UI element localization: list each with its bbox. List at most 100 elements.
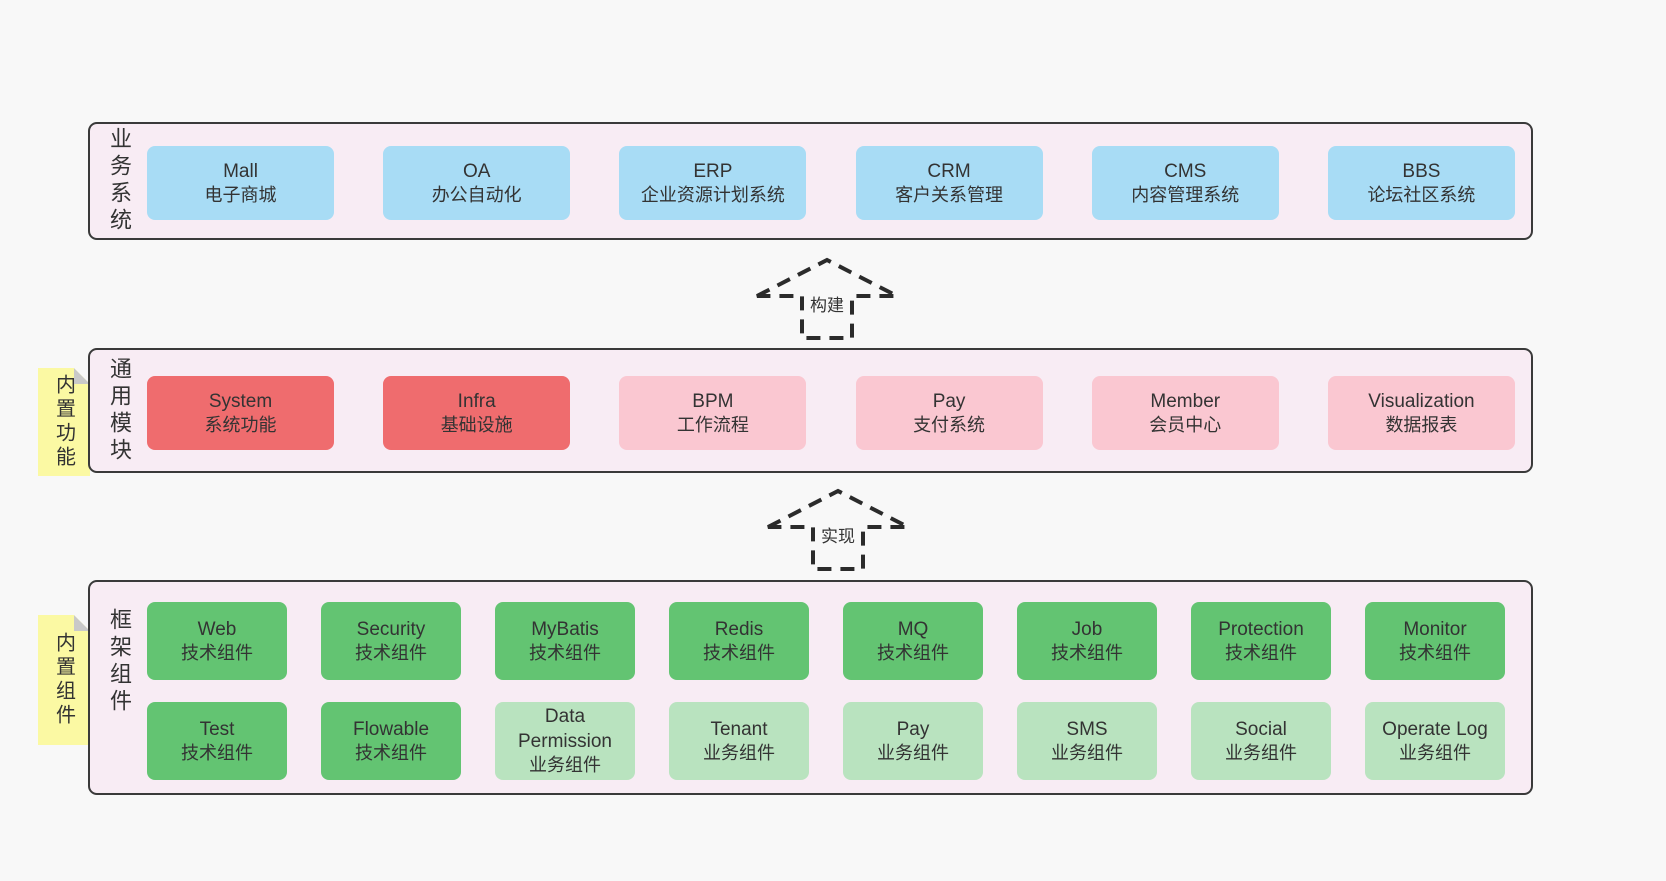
- box-social: Social 业务组件: [1191, 702, 1331, 780]
- arrow-label: 构建: [805, 290, 849, 317]
- box-flowable: Flowable 技术组件: [321, 702, 461, 780]
- box-row: Test 技术组件 Flowable 技术组件 Data Permission …: [147, 702, 1505, 780]
- box-subtitle: 技术组件: [181, 642, 253, 663]
- box-bpm: BPM 工作流程: [619, 376, 807, 450]
- box-title: Web: [197, 618, 237, 640]
- box-title: BBS: [1402, 160, 1441, 182]
- box-visualization: Visualization 数据报表: [1327, 376, 1515, 450]
- box-title: Member: [1150, 390, 1221, 412]
- sticky-note-builtin-features: 内置功能: [38, 368, 90, 476]
- section-label: 业务系统: [107, 127, 132, 235]
- box-subtitle: 业务组件: [877, 742, 949, 763]
- box-operate-log: Operate Log 业务组件: [1365, 702, 1505, 780]
- box-subtitle: 工作流程: [676, 414, 749, 435]
- box-subtitle: 技术组件: [529, 642, 601, 663]
- box-mall: Mall 电子商城: [147, 146, 334, 220]
- box-oa: OA 办公自动化: [383, 146, 571, 220]
- box-title: Security: [356, 618, 426, 640]
- box-subtitle: 企业资源计划系统: [640, 184, 785, 205]
- box-subtitle: 业务组件: [1051, 742, 1123, 763]
- box-title: Infra: [457, 390, 496, 412]
- box-protection: Protection 技术组件: [1191, 602, 1331, 680]
- box-title: Visualization: [1368, 390, 1475, 412]
- box-subtitle: 业务组件: [703, 742, 775, 763]
- box-title: System: [208, 390, 273, 412]
- box-title: Job: [1071, 618, 1103, 640]
- box-subtitle: 技术组件: [1399, 642, 1471, 663]
- box-title: Flowable: [352, 718, 430, 740]
- section-label: 框架组件: [107, 608, 132, 716]
- box-subtitle: 系统功能: [204, 414, 277, 435]
- box-subtitle: 业务组件: [529, 755, 601, 776]
- box-row: System 系统功能 Infra 基础设施 BPM 工作流程 Pay 支付系统…: [147, 376, 1515, 450]
- section-framework-components: 框架组件 Web 技术组件 Security 技术组件 MyBatis 技术组件…: [88, 580, 1533, 795]
- box-subtitle: 技术组件: [355, 742, 427, 763]
- box-subtitle: 基础设施: [440, 414, 513, 435]
- box-test: Test 技术组件: [147, 702, 287, 780]
- box-subtitle: 论坛社区系统: [1367, 184, 1476, 205]
- box-title: MQ: [897, 618, 929, 640]
- box-subtitle: 数据报表: [1385, 414, 1458, 435]
- box-security: Security 技术组件: [321, 602, 461, 680]
- box-bbs: BBS 论坛社区系统: [1327, 146, 1515, 220]
- box-data-permission: Data Permission 业务组件: [495, 702, 635, 780]
- box-title: ERP: [693, 160, 733, 182]
- box-title: Social: [1235, 718, 1287, 740]
- box-title: Operate Log: [1382, 718, 1488, 740]
- box-sms: SMS 业务组件: [1017, 702, 1157, 780]
- box-row: Web 技术组件 Security 技术组件 MyBatis 技术组件 Redi…: [147, 602, 1505, 680]
- sticky-note-label: 内置功能: [52, 374, 75, 470]
- box-pay-module: Pay 支付系统: [855, 376, 1043, 450]
- box-title: BPM: [692, 390, 734, 412]
- box-row: Mall 电子商城 OA 办公自动化 ERP 企业资源计划系统 CRM 客户关系…: [147, 146, 1515, 220]
- arrow-implement-up: 实现: [763, 487, 913, 573]
- box-subtitle: 技术组件: [1051, 642, 1123, 663]
- box-title: Pay: [896, 718, 930, 740]
- box-title: SMS: [1066, 718, 1108, 740]
- box-title: CRM: [927, 160, 971, 182]
- box-erp: ERP 企业资源计划系统: [619, 146, 807, 220]
- sticky-note-builtin-components: 内置组件: [38, 615, 90, 745]
- box-subtitle: 电子商城: [204, 184, 277, 205]
- box-title: CMS: [1164, 160, 1207, 182]
- box-subtitle: 技术组件: [355, 642, 427, 663]
- sticky-note-label: 内置组件: [52, 632, 75, 728]
- box-title: Test: [199, 718, 235, 740]
- box-infra: Infra 基础设施: [383, 376, 571, 450]
- section-label: 通用模块: [107, 356, 132, 465]
- box-crm: CRM 客户关系管理: [855, 146, 1043, 220]
- box-title: Protection: [1218, 618, 1304, 640]
- box-subtitle: 支付系统: [913, 414, 986, 435]
- box-monitor: Monitor 技术组件: [1365, 602, 1505, 680]
- box-mybatis: MyBatis 技术组件: [495, 602, 635, 680]
- box-web: Web 技术组件: [147, 602, 287, 680]
- box-subtitle: 客户关系管理: [895, 184, 1004, 205]
- box-subtitle: 办公自动化: [431, 184, 522, 205]
- box-subtitle: 内容管理系统: [1131, 184, 1240, 205]
- box-redis: Redis 技术组件: [669, 602, 809, 680]
- box-title: Redis: [714, 618, 764, 640]
- box-tenant: Tenant 业务组件: [669, 702, 809, 780]
- box-title: Data Permission: [518, 706, 612, 753]
- arrow-build-up: 构建: [752, 256, 902, 342]
- section-business-systems: 业务系统 Mall 电子商城 OA 办公自动化 ERP 企业资源计划系统 CRM…: [88, 122, 1533, 240]
- box-subtitle: 技术组件: [877, 642, 949, 663]
- section-common-modules: 通用模块 System 系统功能 Infra 基础设施 BPM 工作流程 Pay…: [88, 348, 1533, 473]
- dashed-up-arrow-icon: [756, 257, 898, 340]
- box-title: OA: [462, 160, 491, 182]
- box-title: Tenant: [710, 718, 768, 740]
- box-subtitle: 会员中心: [1149, 414, 1222, 435]
- arrow-label: 实现: [816, 521, 860, 548]
- box-title: Pay: [932, 390, 966, 412]
- box-member: Member 会员中心: [1091, 376, 1279, 450]
- box-system: System 系统功能: [147, 376, 334, 450]
- box-subtitle: 技术组件: [181, 742, 253, 763]
- box-pay-component: Pay 业务组件: [843, 702, 983, 780]
- box-mq: MQ 技术组件: [843, 602, 983, 680]
- box-title: Mall: [223, 160, 258, 182]
- box-cms: CMS 内容管理系统: [1091, 146, 1279, 220]
- box-subtitle: 业务组件: [1225, 742, 1297, 763]
- box-title: MyBatis: [531, 618, 599, 640]
- box-subtitle: 业务组件: [1399, 742, 1471, 763]
